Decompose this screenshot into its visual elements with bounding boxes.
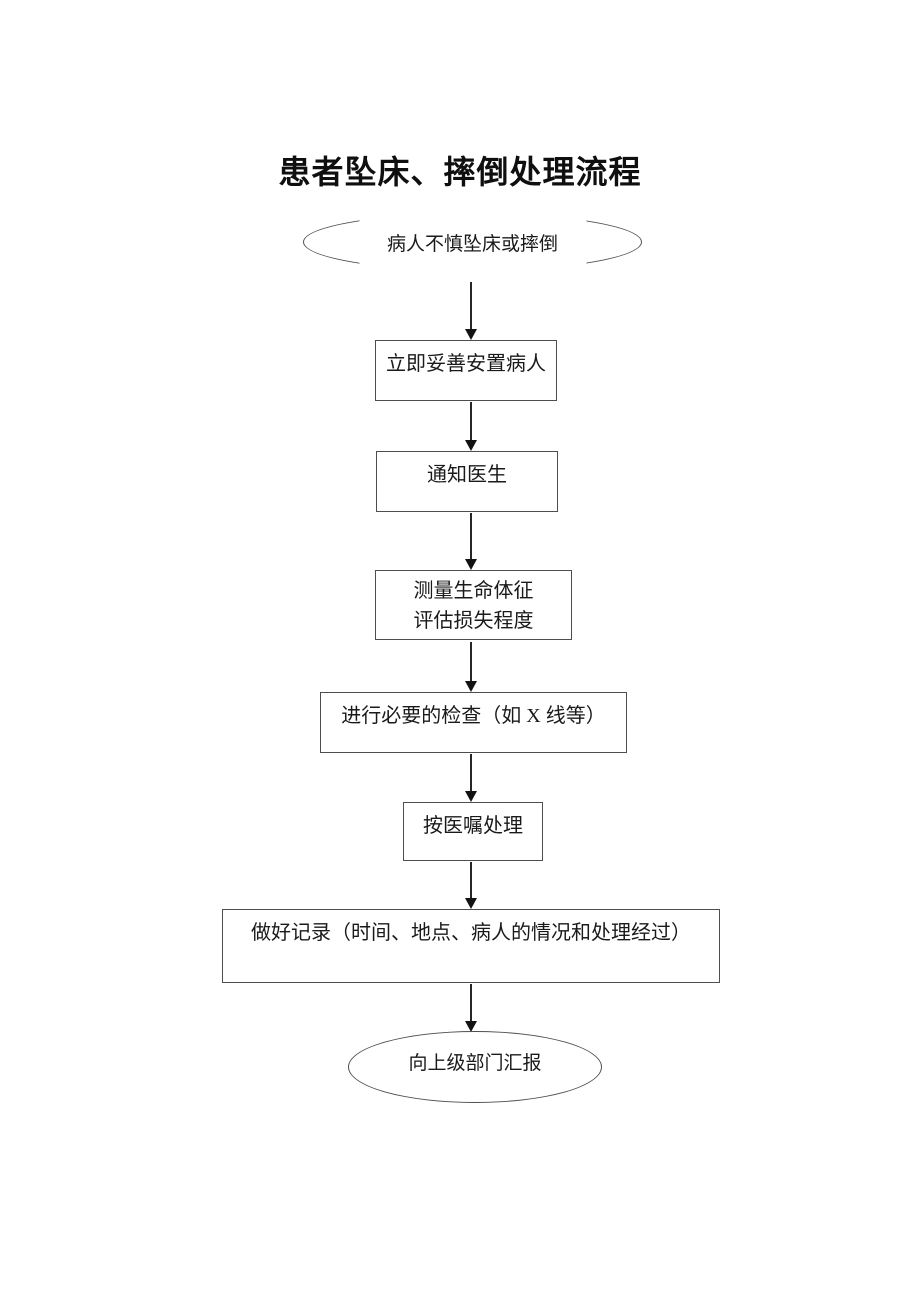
flow-node-settle-patient: 立即妥善安置病人 (375, 340, 557, 401)
flow-arrow-1 (465, 282, 477, 340)
flow-node-end-report: 向上级部门汇报 (348, 1031, 602, 1103)
flow-arrow-5 (465, 754, 477, 802)
flow-node-start: 病人不慎坠床或摔倒 (303, 210, 642, 274)
flow-arrow-2 (465, 402, 477, 451)
flow-arrow-7 (465, 984, 477, 1032)
flow-node-start-label: 病人不慎坠床或摔倒 (358, 210, 587, 274)
page-title: 患者坠床、摔倒处理流程 (278, 154, 642, 191)
flow-arrow-6 (465, 862, 477, 909)
flow-arrow-4 (465, 642, 477, 692)
flow-node-follow-orders: 按医嘱处理 (403, 802, 543, 861)
flow-node-make-records: 做好记录（时间、地点、病人的情况和处理经过） (222, 909, 720, 983)
flow-node-necessary-exams: 进行必要的检查（如 X 线等） (320, 692, 627, 753)
flow-node-notify-doctor: 通知医生 (376, 451, 558, 512)
flow-node-measure-vitals: 测量生命体征 评估损失程度 (375, 570, 572, 640)
flow-arrow-3 (465, 513, 477, 570)
